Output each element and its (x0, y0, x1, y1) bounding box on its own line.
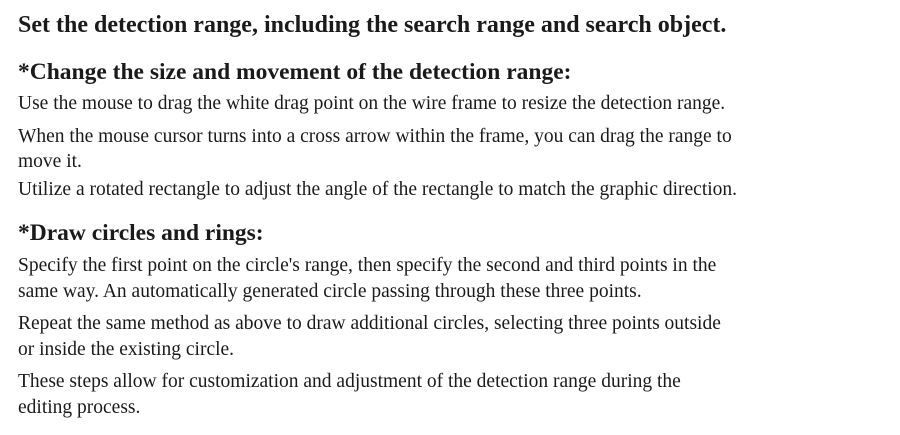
section-heading-circles-rings: *Draw circles and rings: (18, 220, 264, 246)
paragraph-rotated-rectangle: Utilize a rotated rectangle to adjust th… (18, 179, 738, 200)
paragraph-cross-arrow-line1: When the mouse cursor turns into a cross… (18, 126, 732, 147)
paragraph-customization-line2: editing process. (18, 397, 141, 418)
paragraph-three-points-line2: same way. An automatically generated cir… (18, 281, 642, 302)
paragraph-repeat-method-line2: or inside the existing circle. (18, 339, 235, 360)
paragraph-three-points-line1: Specify the first point on the circle's … (18, 255, 717, 276)
paragraph-cross-arrow-line2: move it. (18, 151, 82, 172)
page-title: Set the detection range, including the s… (18, 12, 727, 38)
paragraph-customization-line1: These steps allow for customization and … (18, 371, 681, 392)
section-heading-resize-move: *Change the size and movement of the det… (18, 59, 572, 85)
paragraph-repeat-method-line1: Repeat the same method as above to draw … (18, 313, 721, 334)
paragraph-drag-point: Use the mouse to drag the white drag poi… (18, 93, 726, 114)
